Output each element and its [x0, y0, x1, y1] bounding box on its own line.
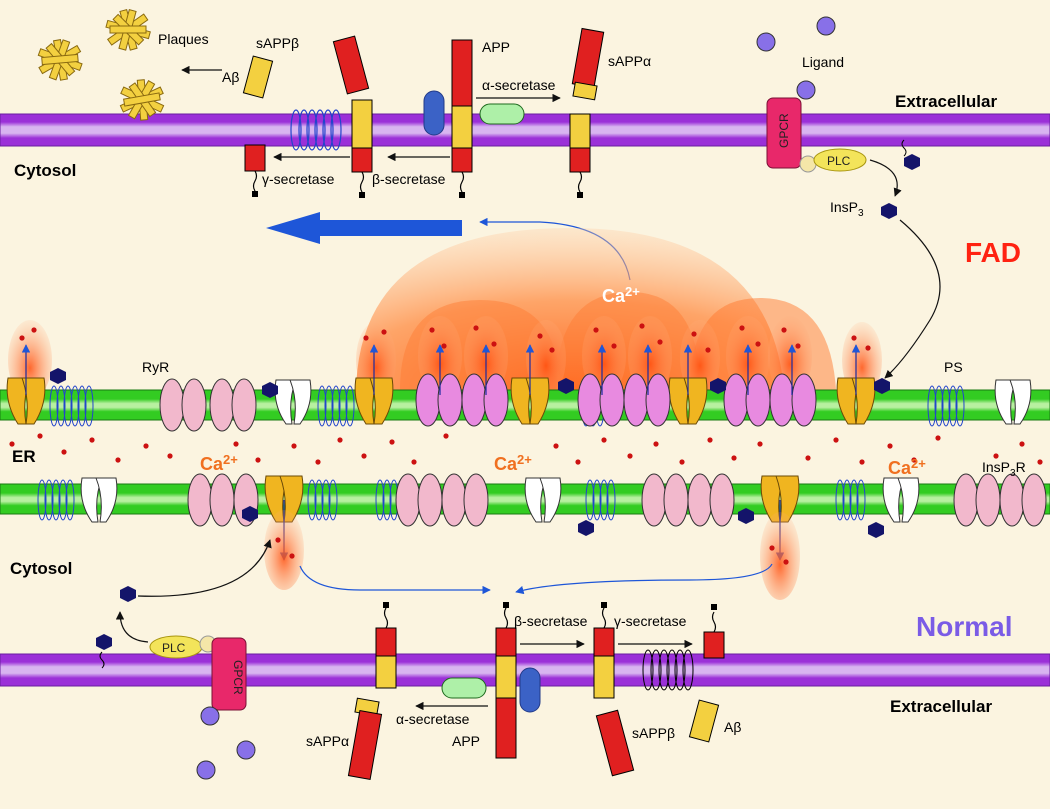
plasma-membrane-top	[0, 113, 1050, 147]
app-beta-ctf-top-red	[351, 147, 373, 173]
ligand-top-2	[816, 16, 836, 36]
presenilin-helices-top	[290, 109, 342, 151]
calcium-plumes-lower	[264, 510, 800, 600]
ryr-channels	[159, 373, 1047, 527]
insp3-label-top: InsP3	[830, 199, 864, 219]
ligand-bottom-3	[196, 760, 216, 780]
ligand-label: Ligand	[802, 54, 844, 70]
gpcr-bottom	[211, 637, 247, 711]
gpcr-label-bottom: GPCR	[231, 660, 245, 695]
insp3-molecules-top	[881, 154, 920, 219]
gamma-secretase-label-top: γ-secretase	[262, 171, 335, 187]
sappa-label-top: sAPPα	[608, 53, 651, 69]
abeta-label-bottom: Aβ	[724, 719, 741, 735]
ligand-top-1	[756, 32, 776, 52]
sappb-fragment-bottom	[595, 709, 635, 777]
app-beta-ctf-bottom	[593, 627, 615, 657]
insp3-molecules-bottom	[96, 586, 136, 650]
abeta-fragment-top	[242, 55, 274, 99]
calcium-ions	[9, 323, 1043, 565]
app-alpha-ctf-bottom	[375, 627, 397, 657]
beta-secretase-enzyme-top	[423, 90, 445, 136]
alpha-secretase-enzyme-top	[479, 103, 525, 125]
app-full-top	[451, 39, 473, 107]
cytosol-label-middle: Cytosol	[10, 559, 72, 578]
presenilin-helices-bottom	[642, 649, 694, 691]
gpcr-top	[766, 97, 802, 169]
gamma-secretase-label-bottom: γ-secretase	[614, 613, 687, 629]
app-label-bottom: APP	[452, 733, 480, 749]
app-full-bottom	[495, 627, 517, 657]
ps-label: PS	[944, 359, 963, 375]
ca-label-dome: Ca2+	[602, 284, 640, 306]
beta-secretase-label-top: β-secretase	[372, 171, 446, 187]
plc-top	[813, 148, 867, 172]
sappa-fragment-top	[571, 27, 605, 89]
app-gamma-stub-bottom	[703, 631, 725, 659]
app-gamma-stub-top	[244, 144, 266, 172]
normal-title: Normal	[916, 611, 1012, 642]
presenilin-helices-er	[37, 385, 965, 521]
extracellular-label-top: Extracellular	[895, 92, 997, 111]
insp3-bound-molecules	[50, 368, 890, 538]
sappb-fragment-top	[332, 35, 370, 95]
plc-label-top: PLC	[827, 154, 851, 168]
app-label-top: APP	[482, 39, 510, 55]
gpcr-label-top: GPCR	[777, 113, 791, 148]
abeta-fragment-bottom	[688, 699, 720, 743]
cytosol-label-top: Cytosol	[14, 161, 76, 180]
abeta-label-top: Aβ	[222, 69, 239, 85]
beta-secretase-enzyme-bottom	[519, 667, 541, 713]
plc-label-bottom: PLC	[162, 641, 186, 655]
app-alpha-ctf-top	[569, 113, 591, 149]
beta-secretase-label-bottom: β-secretase	[514, 613, 588, 629]
alpha-secretase-label-top: α-secretase	[482, 77, 556, 93]
ligand-bottom-2	[236, 740, 256, 760]
ryr-label: RyR	[142, 359, 169, 375]
insp3r-channels-white	[80, 379, 1032, 523]
app-beta-ctf-top	[351, 99, 373, 149]
er-label: ER	[12, 447, 36, 466]
insp3r-channels-yellow	[6, 377, 876, 523]
plaques-icon	[37, 9, 165, 121]
sappb-label-bottom: sAPPβ	[632, 725, 675, 741]
extracellular-label-bottom: Extracellular	[890, 697, 992, 716]
alpha-secretase-enzyme-bottom	[441, 677, 487, 699]
fad-title: FAD	[965, 237, 1021, 268]
sappb-label-top: sAPPβ	[256, 35, 299, 51]
alpha-secretase-label-bottom: α-secretase	[396, 711, 470, 727]
sappa-label-bottom: sAPPα	[306, 733, 349, 749]
ligand-top-3	[796, 80, 816, 100]
ca-label-er-center: Ca2+	[494, 452, 532, 474]
plaques-label: Plaques	[158, 31, 209, 47]
insp3r-label: InsP3R	[982, 459, 1026, 479]
ca-enhances-beta-arrow	[266, 212, 462, 244]
ligand-bottom-1	[200, 706, 220, 726]
ca-label-er-left: Ca2+	[200, 452, 238, 474]
ca-label-er-right: Ca2+	[888, 456, 926, 478]
